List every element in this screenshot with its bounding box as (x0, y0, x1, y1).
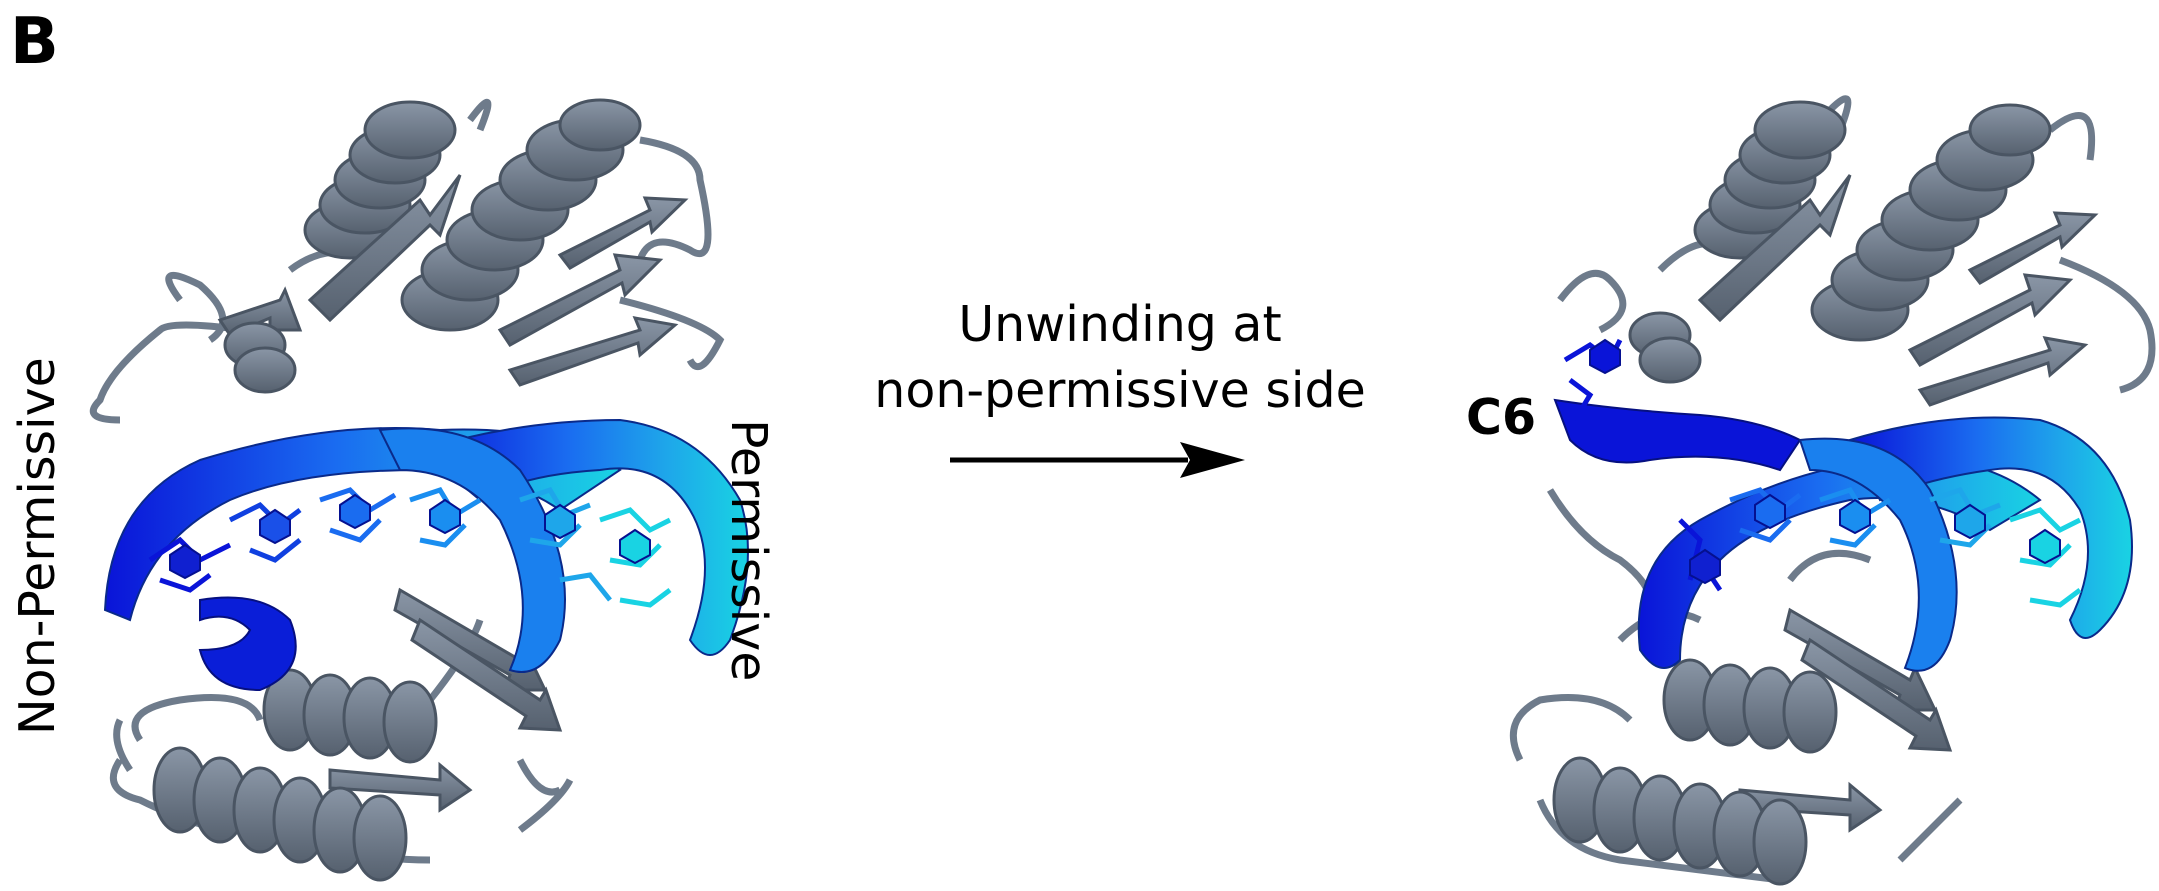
left-dna-backbone (200, 598, 296, 691)
right-bottom-helix (1664, 660, 1836, 752)
left-dna-bases (150, 490, 670, 605)
arrow-caption-line1: Unwinding at (820, 292, 1420, 358)
arrow-caption: Unwinding at non-permissive side (820, 292, 1420, 424)
transition-arrow (950, 442, 1245, 478)
left-small-helix (225, 323, 295, 392)
left-bottom-helix-2 (154, 748, 406, 880)
left-bottom-helix (264, 670, 436, 762)
non-permissive-label: Non-Permissive (10, 336, 66, 756)
c6-residue-label: C6 (1466, 388, 1536, 448)
right-dna (1555, 340, 2132, 671)
right-small-helix (1630, 313, 1700, 382)
right-dna-backbone (1555, 400, 1800, 470)
right-beta-strand (1970, 213, 2095, 283)
permissive-label: Permissive (720, 400, 776, 700)
panel-letter: B (10, 2, 59, 82)
arrow-caption-line2: non-permissive side (820, 358, 1420, 424)
